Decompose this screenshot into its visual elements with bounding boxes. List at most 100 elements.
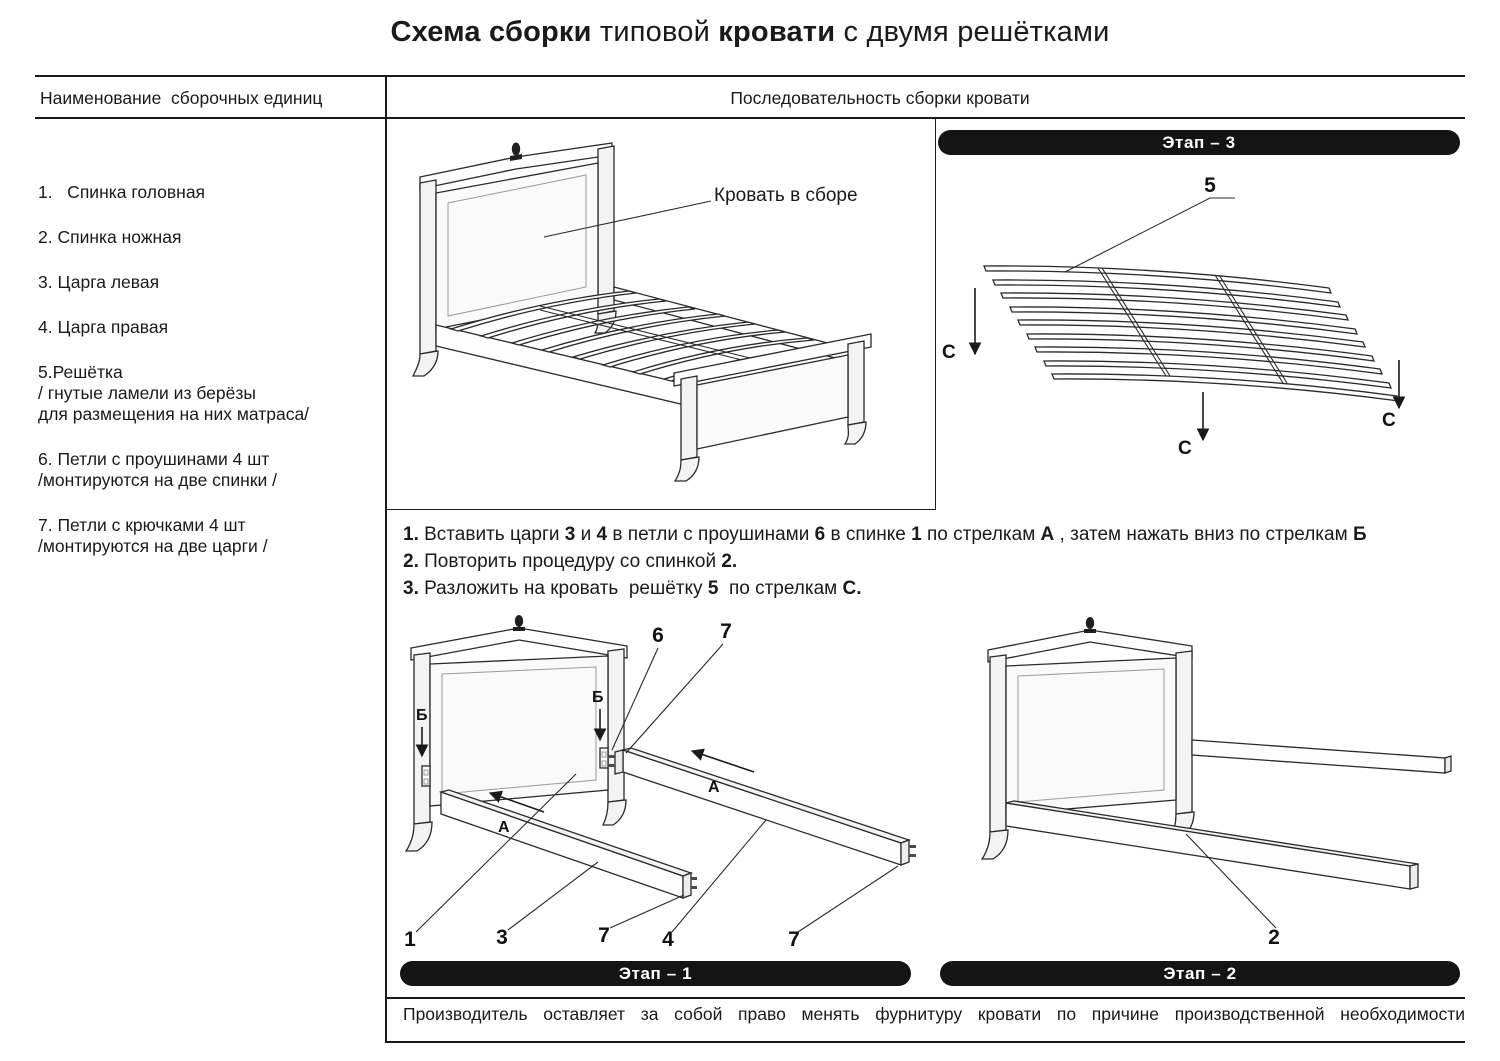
hinge-plate — [421, 765, 431, 787]
manufacturer-disclaimer: Производитель оставляет за собой право м… — [403, 1004, 1465, 1024]
parts-list-item: 6. Петли с проушинами 4 шт /монтируются … — [38, 449, 278, 490]
slat-strap — [539, 309, 751, 363]
footboard-post-far — [847, 340, 865, 426]
finial-base — [1084, 629, 1096, 633]
slat — [983, 265, 1333, 294]
instruction-line: 1. Вставить царги 3 и 4 в петли с проуши… — [403, 521, 1468, 548]
headboard-foot — [601, 799, 627, 826]
instr-seg: 4 — [596, 524, 608, 545]
slat — [478, 298, 667, 339]
finial-base — [510, 154, 522, 161]
assembled-bed-drawing — [411, 142, 872, 482]
headboard-post-right — [607, 648, 625, 803]
rail-end-face — [1409, 863, 1419, 890]
arrow-c-label: С — [1382, 410, 1396, 431]
arrow-a-label: А — [498, 819, 510, 836]
stage-1-drawing: Б Б А А 6 7 1 3 7 4 7 — [404, 615, 916, 951]
assembled-label-leader — [543, 200, 712, 238]
footboard-foot — [673, 456, 700, 482]
title-divider — [35, 75, 1465, 77]
parts-list-item: 3. Царга левая — [38, 272, 160, 292]
hook-icon — [608, 755, 615, 758]
instr-seg: С. — [842, 578, 862, 599]
rail-body — [1191, 739, 1446, 774]
arrow-b-label: Б — [416, 707, 428, 724]
footboard-foot — [980, 829, 1009, 860]
slat — [630, 337, 815, 375]
hinge-slot — [601, 751, 607, 758]
instr-seg: 1 — [911, 524, 922, 545]
slat-strap — [1101, 267, 1171, 377]
hook-icon — [909, 854, 916, 857]
footer-top-divider — [385, 997, 1465, 999]
column-divider — [385, 76, 387, 1042]
callout-6: 6 — [652, 624, 664, 647]
callout-leader — [415, 773, 577, 933]
stage-3-panel: Этап – 3 5 С С — [938, 130, 1462, 510]
callout-3: 3 — [496, 926, 508, 949]
hinge-slot — [601, 760, 607, 767]
rail-left — [438, 789, 697, 899]
callout-5: 5 — [1204, 174, 1216, 197]
rail-far — [1191, 739, 1452, 774]
page-title: Схема сборки типовой кровати с двумя реш… — [0, 16, 1500, 49]
instr-seg: 1. — [403, 524, 419, 545]
assembled-bed-label: Кровать в сборе — [714, 185, 858, 206]
instr-seg: А — [1040, 524, 1055, 545]
rail-end-face — [900, 839, 910, 866]
headboard-post-far — [597, 145, 615, 315]
callout-leader — [609, 894, 685, 929]
footboard-post-right — [1175, 650, 1193, 815]
instr-seg: Повторить процедуру со спинкой — [418, 551, 722, 572]
title-segment: кровати — [718, 16, 836, 48]
stage-1-panel: Б Б А А 6 7 1 3 7 4 7 Этап – 1 — [386, 600, 935, 1000]
rail-end-face — [614, 749, 624, 775]
instr-seg: 6 — [814, 524, 826, 545]
assembly-instructions: 1. Вставить царги 3 и 4 в петли с проуши… — [403, 521, 1468, 602]
slat — [1017, 319, 1367, 348]
finial-icon — [514, 615, 524, 627]
callout-leader — [625, 643, 724, 754]
stage-2-banner: Этап – 2 — [940, 961, 1460, 986]
headboard — [411, 142, 617, 377]
hook-icon — [608, 764, 615, 767]
rail-body — [1005, 802, 1411, 890]
footboard-post-left — [989, 654, 1007, 833]
footboard — [673, 333, 872, 482]
callout-7: 7 — [720, 620, 732, 643]
instr-seg: по стрелкам — [718, 578, 843, 599]
headboard-post-near — [419, 179, 437, 355]
slat — [448, 290, 637, 332]
stage-3-banner: Этап – 3 — [938, 130, 1460, 155]
rail-near — [1005, 800, 1419, 890]
headboard-foot — [411, 350, 439, 377]
callout-leader — [797, 865, 899, 933]
headboard-pediment — [410, 627, 628, 661]
headboard-panel — [429, 655, 609, 807]
callout-5-leader — [1064, 197, 1235, 273]
parts-list-item: 1. Спинка головная — [38, 182, 206, 202]
callout-leader — [611, 647, 659, 751]
arrow-a-right — [690, 748, 755, 773]
instr-seg: 5 — [707, 578, 719, 599]
assembled-bed-panel: Кровать в сборе — [386, 119, 936, 510]
hook-icon — [909, 845, 916, 848]
arrow-a-label: А — [708, 779, 720, 796]
slat — [1026, 333, 1376, 362]
stage-2-panel: 2 Этап – 2 — [940, 600, 1462, 1000]
finial-base — [513, 627, 525, 631]
footboard-post-near — [680, 375, 698, 461]
footboard-pediment — [987, 629, 1193, 663]
title-segment: типовой — [591, 16, 719, 48]
column-header-sequence: Последовательность сборки кровати — [730, 88, 1030, 108]
instruction-line: 2. Повторить процедуру со спинкой 2. — [403, 548, 1468, 575]
slat — [992, 279, 1342, 308]
parts-list-item: 2. Спинка ножная — [38, 227, 182, 247]
footboard-panel-inner — [1017, 668, 1165, 803]
title-segment: Схема сборки — [390, 16, 592, 48]
slat — [509, 306, 696, 346]
arrow-b-label: Б — [592, 689, 604, 706]
callout-leader — [507, 861, 599, 931]
slat-strap — [539, 305, 751, 359]
